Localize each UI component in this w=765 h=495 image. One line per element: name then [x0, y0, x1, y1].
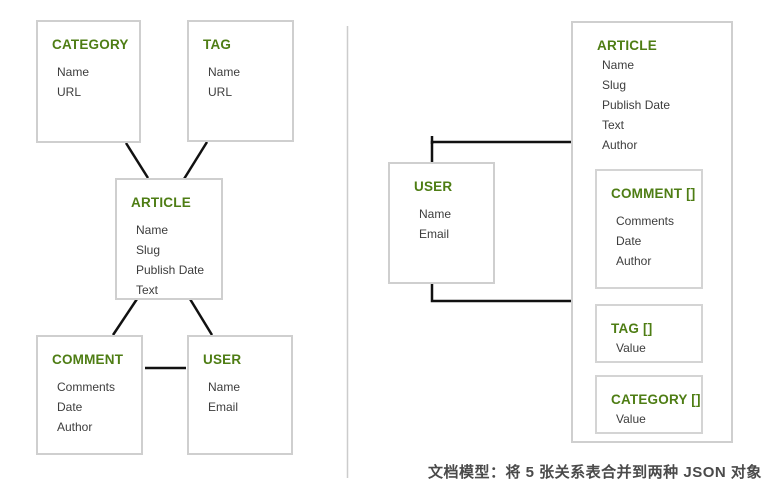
doc-article: ARTICLE Name Slug Publish Date Text Auth…: [571, 21, 733, 443]
field-article-slug: Slug: [136, 243, 161, 257]
table-comment: COMMENT Comments Date Author: [36, 335, 143, 455]
field-article-text: Text: [136, 283, 159, 297]
doc-user: USER Name Email: [388, 162, 495, 284]
connector-category-article: [124, 142, 150, 179]
table-comment-title: COMMENT: [52, 352, 124, 367]
connector-user-article-top: [430, 140, 571, 163]
doc-comment-array: COMMENT [] Comments Date Author: [595, 169, 703, 289]
doc-tag-array: TAG [] Value: [595, 304, 703, 363]
doc-article-title: ARTICLE: [597, 38, 657, 53]
doc-category-array-title: CATEGORY []: [611, 392, 701, 407]
doc-category-array: CATEGORY [] Value: [595, 375, 703, 434]
doc-comment-field-author: Author: [616, 254, 652, 268]
connector-article-user: [188, 298, 214, 336]
table-article: ARTICLE Name Slug Publish Date Text: [115, 178, 223, 300]
doc-article-field-text: Text: [602, 118, 625, 132]
table-tag-title: TAG: [203, 37, 232, 52]
doc-article-field-author: Author: [602, 138, 638, 152]
doc-article-field-name: Name: [602, 58, 635, 72]
field-user-name: Name: [208, 380, 241, 394]
table-category: CATEGORY Name URL: [36, 20, 141, 143]
doc-comment-field-comments: Comments: [616, 214, 675, 228]
field-comment-author: Author: [57, 420, 93, 434]
field-article-name: Name: [136, 223, 169, 237]
field-tag-name: Name: [208, 65, 241, 79]
doc-comment-field-date: Date: [616, 234, 642, 248]
field-comment-comments: Comments: [57, 380, 116, 394]
doc-article-field-publish-date: Publish Date: [602, 98, 671, 112]
doc-tag-array-title: TAG []: [611, 321, 653, 336]
field-article-publish-date: Publish Date: [136, 263, 205, 277]
doc-article-field-slug: Slug: [602, 78, 627, 92]
table-tag: TAG Name URL: [187, 20, 294, 142]
table-article-title: ARTICLE: [131, 195, 191, 210]
field-tag-url: URL: [208, 85, 233, 99]
doc-category-field-value: Value: [616, 412, 646, 426]
doc-tag-field-value: Value: [616, 341, 646, 355]
connector-user-article-bottom: [430, 283, 571, 303]
table-user: USER Name Email: [187, 335, 293, 455]
doc-comment-array-title: COMMENT []: [611, 186, 696, 201]
doc-user-title: USER: [414, 179, 453, 194]
table-category-title: CATEGORY: [52, 37, 129, 52]
table-user-title: USER: [203, 352, 242, 367]
connector-tag-article: [182, 141, 209, 180]
field-category-url: URL: [57, 85, 82, 99]
doc-user-field-email: Email: [419, 227, 450, 241]
field-comment-date: Date: [57, 400, 83, 414]
diagram-caption: 文档模型：将 5 张关系表合并到两种 JSON 对象: [428, 464, 762, 481]
doc-user-field-name: Name: [419, 207, 452, 221]
connector-article-comment: [111, 298, 139, 336]
field-user-email: Email: [208, 400, 239, 414]
field-category-name: Name: [57, 65, 90, 79]
